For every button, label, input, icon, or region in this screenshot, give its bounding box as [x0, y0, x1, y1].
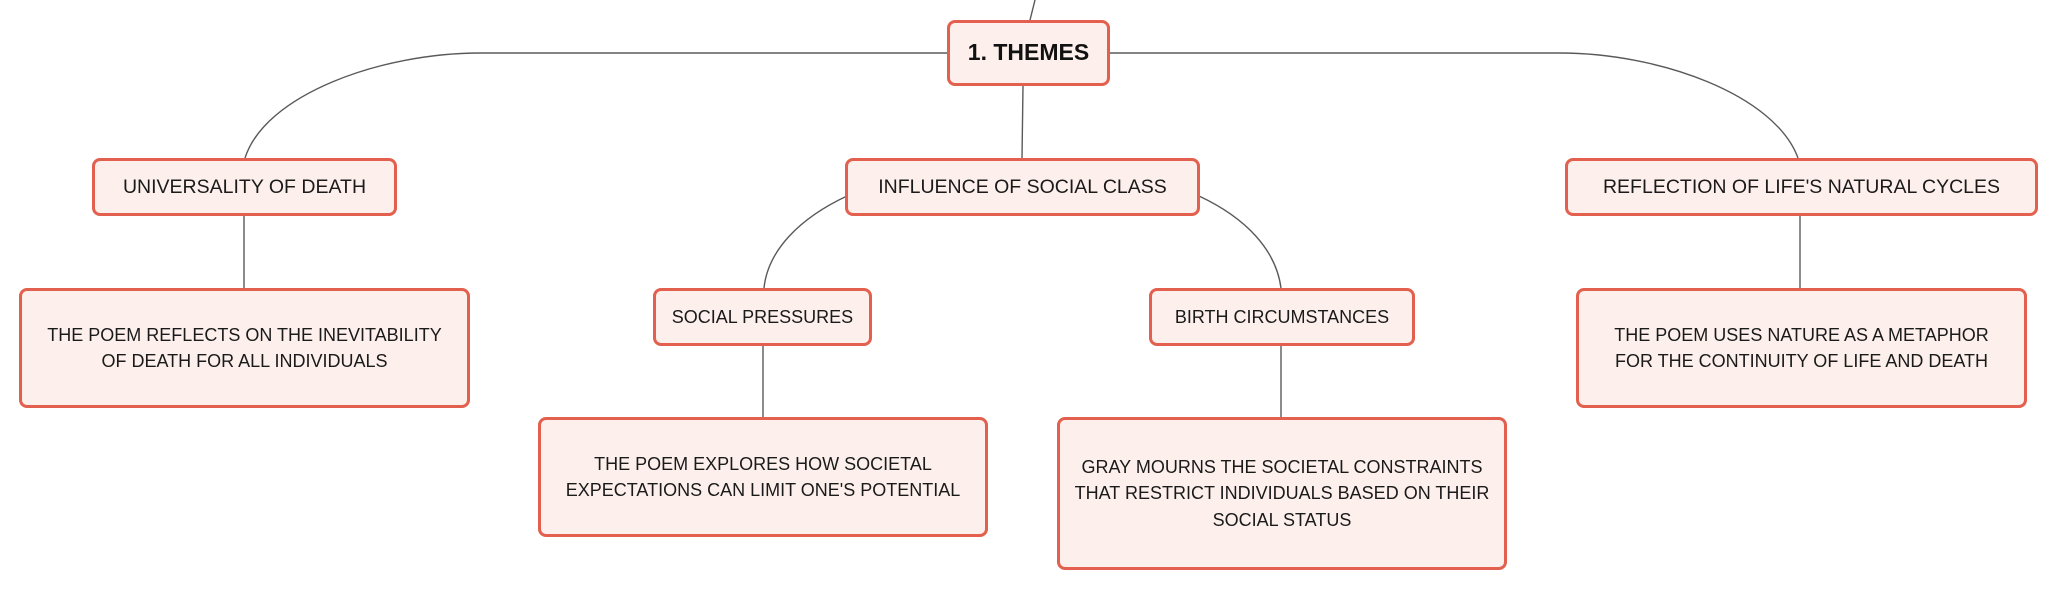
topic-node-label: UNIVERSALITY OF DEATH: [122, 175, 367, 198]
subtopic-node-birth-circumstances[interactable]: BIRTH CIRCUMSTANCES: [1149, 288, 1415, 346]
detail-node-text: THE POEM USES NATURE AS A METAPHOR FOR T…: [1614, 324, 1989, 371]
subtopic-node-label: SOCIAL PRESSURES: [671, 306, 854, 327]
topic-node-label: INFLUENCE OF SOCIAL CLASS: [878, 175, 1167, 198]
connector-root-to-social-class: [1021, 85, 1024, 159]
subtopic-node-social-pressures[interactable]: SOCIAL PRESSURES: [653, 288, 872, 346]
detail-node-reflection-of-lifes-natural-cycles[interactable]: THE POEM USES NATURE AS A METAPHOR FOR T…: [1576, 288, 2027, 408]
connector-social-class-to-social-pressures: [763, 195, 848, 289]
topic-node-reflection-of-lifes-natural-cycles[interactable]: REFLECTION OF LIFE'S NATURAL CYCLES: [1565, 158, 2038, 216]
topic-node-universality-of-death[interactable]: UNIVERSALITY OF DEATH: [92, 158, 397, 216]
connector-root-to-universality: [244, 52, 947, 159]
detail-node-text: THE POEM REFLECTS ON THE INEVITABILITY O…: [47, 324, 442, 371]
root-node-label: 1. THEMES: [967, 39, 1090, 66]
detail-node-birth-circumstances[interactable]: GRAY MOURNS THE SOCIETAL CONSTRAINTS THA…: [1057, 417, 1507, 570]
connector-social-class-to-birth-circumstances: [1198, 195, 1282, 289]
detail-node-social-pressures[interactable]: THE POEM EXPLORES HOW SOCIETAL EXPECTATI…: [538, 417, 988, 537]
detail-node-universality-of-death[interactable]: THE POEM REFLECTS ON THE INEVITABILITY O…: [19, 288, 470, 408]
topic-node-label: REFLECTION OF LIFE'S NATURAL CYCLES: [1602, 175, 2001, 198]
connector-root-to-natural-cycles: [1110, 52, 1799, 159]
detail-node-text: GRAY MOURNS THE SOCIETAL CONSTRAINTS THA…: [1074, 457, 1490, 530]
detail-node-text: THE POEM EXPLORES HOW SOCIETAL EXPECTATI…: [565, 453, 961, 500]
root-node-themes[interactable]: 1. THEMES: [947, 20, 1110, 86]
connector-parent-to-root: [1029, 0, 1036, 21]
subtopic-node-label: BIRTH CIRCUMSTANCES: [1174, 306, 1390, 327]
topic-node-influence-of-social-class[interactable]: INFLUENCE OF SOCIAL CLASS: [845, 158, 1200, 216]
